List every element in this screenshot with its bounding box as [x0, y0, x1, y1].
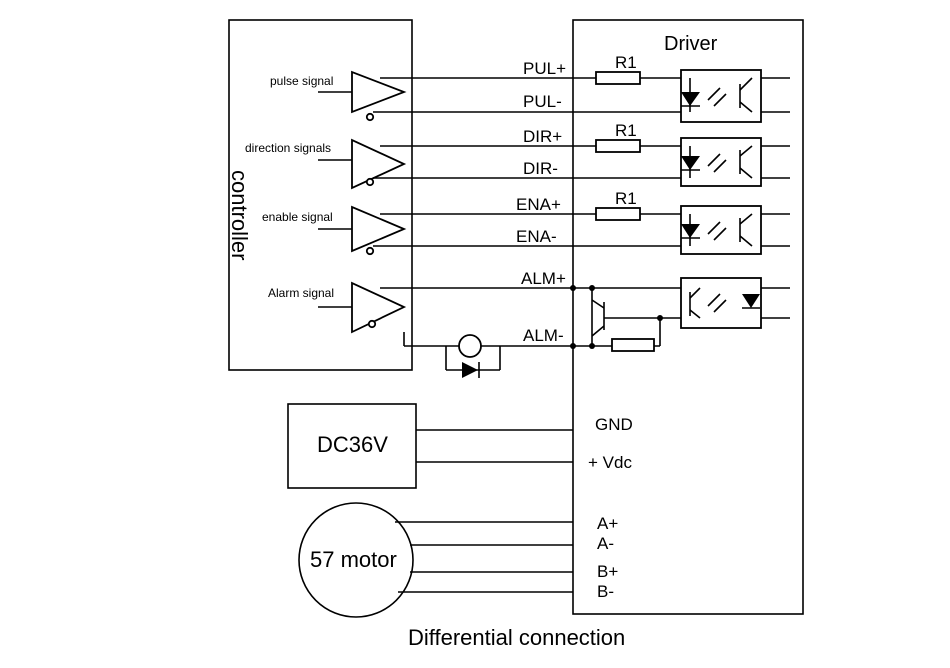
pulse-signal-label: pulse signal	[270, 74, 333, 88]
terminal-pul-plus: PUL+	[523, 59, 566, 78]
terminal-pul-minus: PUL-	[523, 92, 562, 111]
terminal-alm-plus: ALM+	[521, 269, 566, 288]
optocoupler-ena	[680, 205, 762, 255]
optocoupler-dir	[680, 137, 762, 187]
controller-box	[228, 19, 413, 371]
driver-box	[572, 19, 804, 615]
pulse-buffer	[318, 70, 407, 122]
terminal-alm-minus: ALM-	[523, 326, 564, 345]
terminal-gnd: GND	[595, 415, 633, 434]
alarm-buffer	[318, 281, 407, 334]
enable-signal-label: enable signal	[262, 210, 333, 224]
resistor-ena: R1	[595, 189, 641, 221]
motor-wires	[395, 521, 573, 593]
power-supply-box	[287, 403, 417, 489]
alarm-transistor	[591, 288, 661, 346]
diagram-caption: Differential connection	[408, 625, 625, 650]
resistor-dir: R1	[595, 121, 641, 153]
terminal-a-minus: A-	[597, 534, 614, 553]
motor-circle	[298, 502, 414, 618]
direction-signal-label: direction signals	[245, 141, 331, 155]
terminal-b-plus: B+	[597, 562, 618, 581]
power-supply-label: DC36V	[317, 432, 388, 457]
resistor-pul-label: R1	[615, 53, 637, 72]
terminal-dir-plus: DIR+	[523, 127, 562, 146]
optocoupler-alm	[680, 277, 762, 329]
terminal-vdc: + Vdc	[588, 453, 632, 472]
resistor-ena-label: R1	[615, 189, 637, 208]
alarm-signal-label: Alarm signal	[268, 286, 334, 300]
resistor-alm	[611, 338, 655, 352]
optocoupler-pul	[680, 69, 762, 123]
resistor-dir-label: R1	[615, 121, 637, 140]
enable-buffer	[318, 205, 407, 256]
motor-label: 57 motor	[310, 547, 397, 572]
terminal-dir-minus: DIR-	[523, 159, 558, 178]
terminal-b-minus: B-	[597, 582, 614, 601]
terminal-ena-minus: ENA-	[516, 227, 557, 246]
controller-label: controller	[227, 170, 252, 260]
direction-buffer	[318, 138, 407, 190]
alarm-lamp	[445, 334, 501, 378]
resistor-pul: R1	[595, 53, 641, 85]
driver-label: Driver	[664, 33, 718, 55]
terminal-a-plus: A+	[597, 514, 618, 533]
terminal-ena-plus: ENA+	[516, 195, 561, 214]
